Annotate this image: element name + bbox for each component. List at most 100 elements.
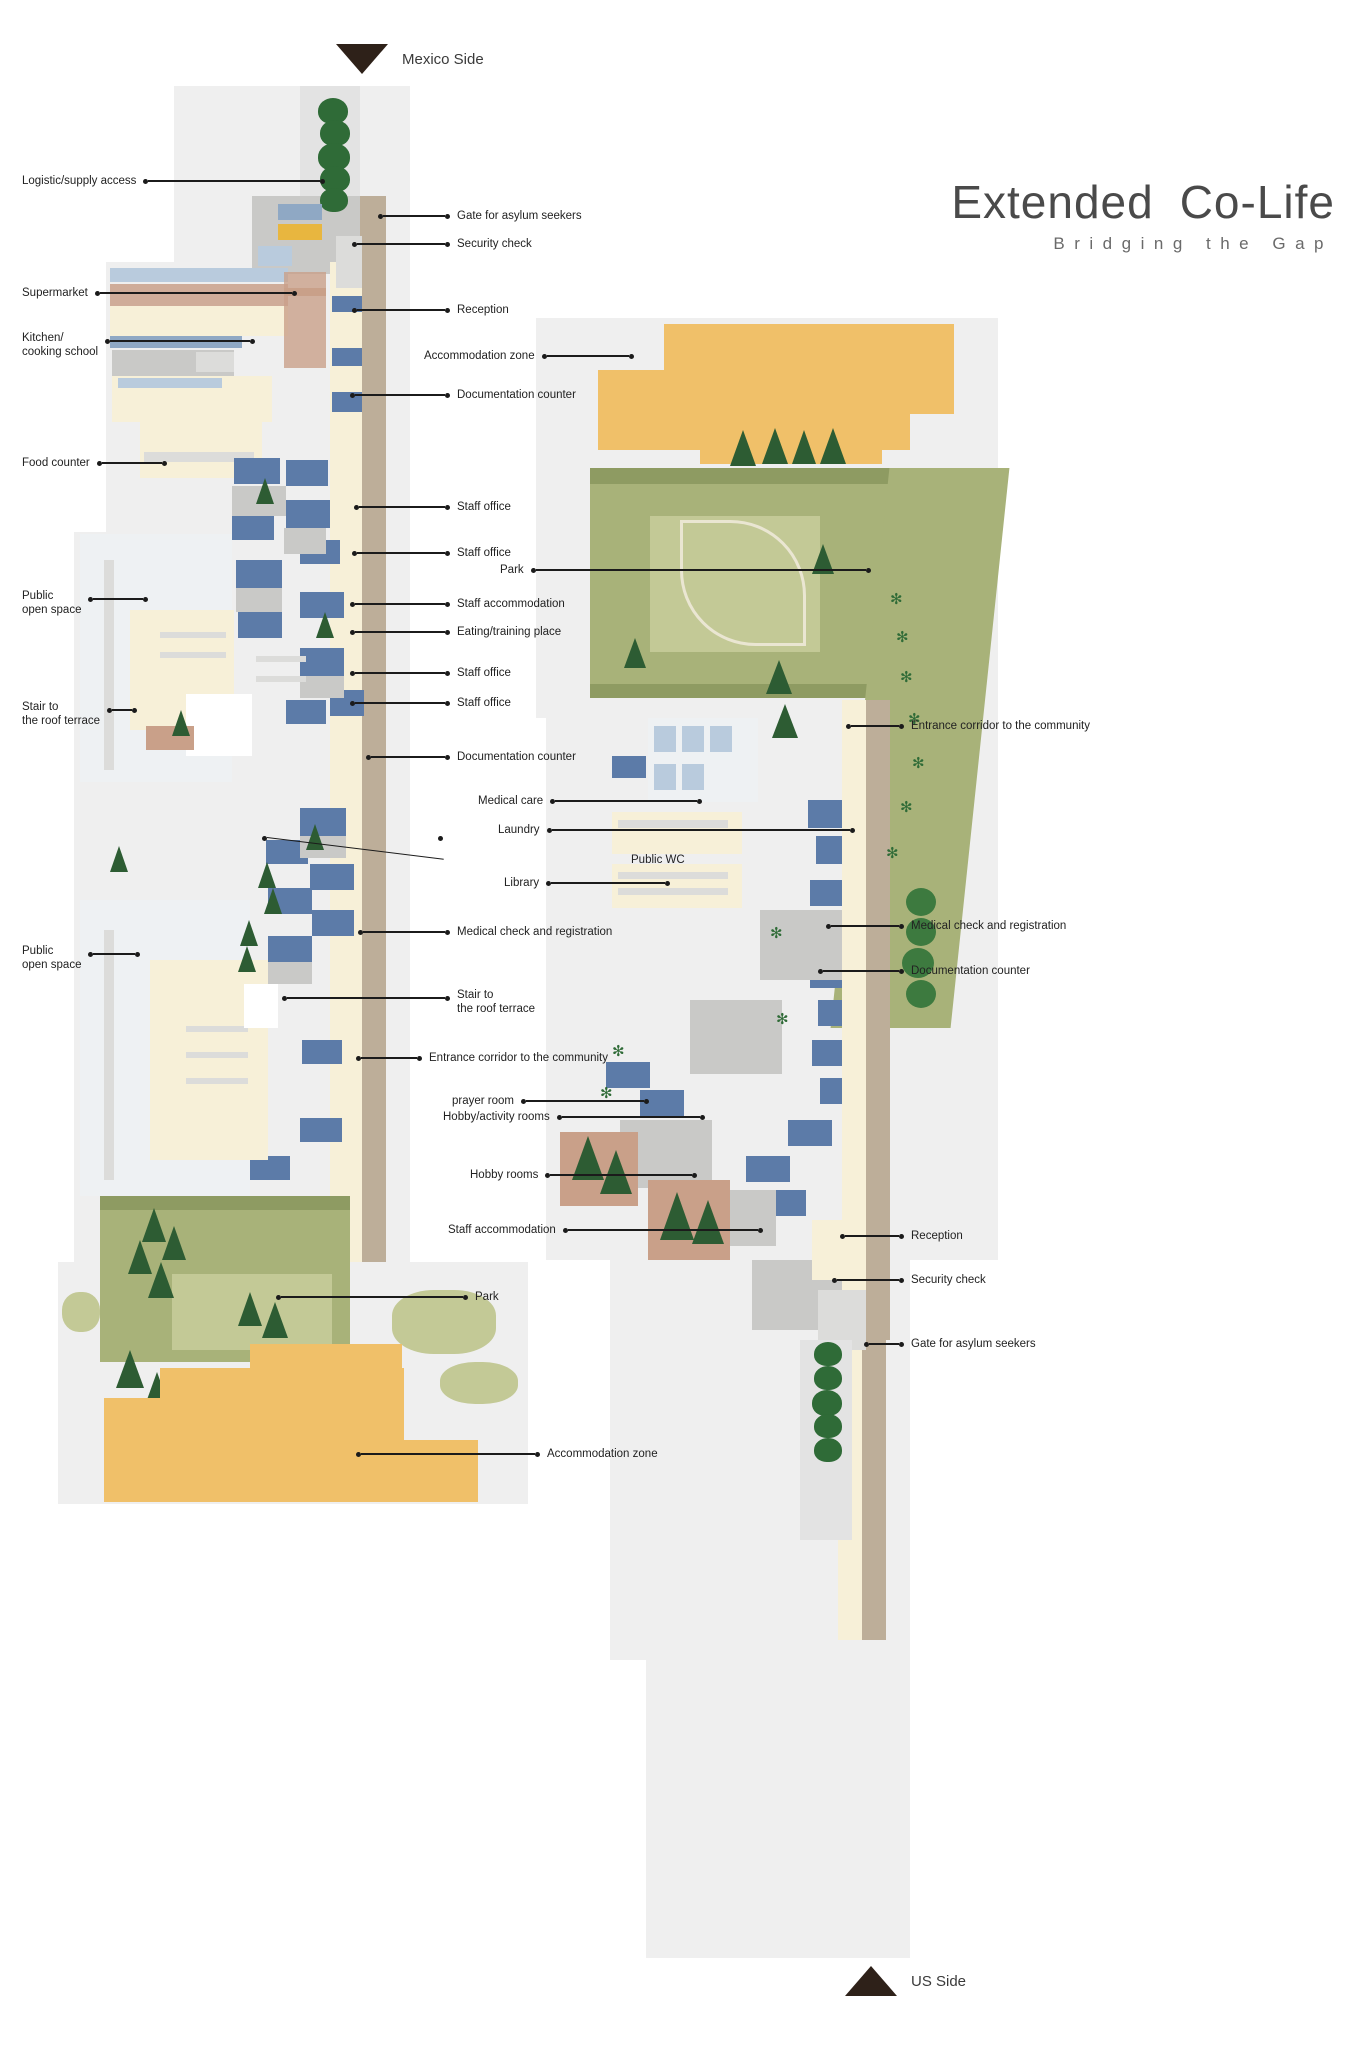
annotation-label: Security check [457,237,532,250]
annotation-staff-office-3: Staff office [350,666,511,680]
building-mass [690,1000,782,1074]
annotation-label: Documentation counter [911,964,1030,977]
annotation-label: Park [475,1290,499,1303]
leader-line [530,563,871,577]
module-roof [232,516,274,540]
annotation-security-check-us: Security check [832,1273,986,1287]
tree-icon [902,948,934,978]
ward-bed [654,726,676,752]
annotation-supermarket: Supermarket [22,286,297,300]
palm-icon: ✻ [908,711,921,728]
tree-icon [814,1342,842,1366]
palm-icon: ✻ [890,591,903,608]
title-word-left: Extended [951,176,1154,228]
leader-line [521,1094,649,1108]
leader-line [350,666,450,680]
leader-line [354,500,450,514]
us-side-label: US Side [911,1972,967,1990]
tree-icon [906,918,936,946]
annotation-label: Staff accommodation [448,1223,556,1236]
corridor-wall-right-low [862,1340,886,1640]
annotation-public-wc: Public WC [262,831,685,866]
accommodation-zone-bottom-area3 [104,1440,478,1502]
leader-line [94,286,297,300]
furniture-row [186,1052,248,1058]
module-roof [238,612,282,638]
annotation-label: Gate for asylum seekers [457,209,582,222]
tree-icon [906,888,936,916]
module-roof [310,864,354,890]
conifer-icon [692,1200,724,1244]
annotation-label: Public open space [22,945,82,972]
annotation-logistic-supply-access: Logistic/supply access [22,174,326,188]
conifer-icon [258,862,276,888]
kitchen-counter [118,378,222,388]
palm-icon: ✻ [600,1085,613,1102]
mexico-side-label: Mexico Side [402,50,484,68]
tree-icon [812,1390,842,1416]
leader-line [840,1229,904,1243]
annotation-label: Reception [457,303,509,316]
corridor-wall-right [866,700,890,1340]
palm-icon: ✻ [900,669,913,686]
annotation-gate-for-asylum-seekers-us: Gate for asylum seekers [864,1337,1036,1351]
annotation-reception-mx: Reception [352,303,509,317]
annotation-label: Medical check and registration [457,925,613,938]
leader-line [352,237,450,251]
conifer-icon [262,1302,288,1338]
conifer-icon [624,638,646,668]
annotation-park-left: Park [276,1290,499,1304]
annotation-label: Gate for asylum seekers [911,1337,1036,1350]
leader-line [546,823,855,837]
annotation-label: Supermarket [22,286,88,299]
annotation-label: Hobby rooms [470,1168,539,1181]
laundry-floor [612,812,742,854]
annotation-label: Medical care [478,794,544,807]
library-floor [612,864,742,908]
leader-line [106,703,137,717]
medical-roof [612,756,646,778]
annotation-label: prayer room [452,1094,514,1107]
open-space-band [104,930,114,1180]
annotation-documentation-counter-top: Documentation counter [350,388,576,402]
annotation-label: Laundry [498,823,540,836]
food-counter-bar [144,452,254,462]
conifer-icon [162,1226,186,1260]
supermarket-floor [110,306,288,336]
annotation-label: Stair to the roof terrace [457,989,535,1016]
mexico-side-marker: Mexico Side [336,44,484,74]
truck-icon [278,224,322,240]
annotation-label: Hobby/activity rooms [443,1110,550,1123]
palm-icon: ✻ [912,755,925,772]
module-roof [236,560,282,588]
palm-icon: ✻ [896,629,909,646]
park-hedge [100,1196,350,1210]
annotation-label: Stair to the roof terrace [22,701,100,728]
leader-line [356,1051,422,1065]
annotation-label: Logistic/supply access [22,174,137,187]
annotation-label: Staff office [457,666,511,679]
leader-line [358,925,450,939]
leader-line [541,349,634,363]
conifer-icon [148,1262,174,1298]
furniture-row [256,656,306,662]
annotation-reception-us: Reception [840,1229,963,1243]
annotation-staff-office-2: Staff office [352,546,511,560]
park-lawn-right [392,1290,496,1354]
reception-us-floor [812,1220,862,1280]
annotation-documentation-counter-right: Documentation counter [818,964,1030,978]
ward-bed [710,726,732,752]
annotation-library: Library [504,876,671,890]
annotation-label: Accommodation zone [547,1447,658,1460]
palm-icon: ✻ [612,1043,625,1060]
conifer-icon [820,428,846,464]
annotation-label: Kitchen/ cooking school [22,332,99,359]
conifer-icon [316,612,334,638]
annotation-gate-for-asylum-seekers-mx: Gate for asylum seekers [378,209,582,223]
annotation-medical-check-and-registration-mid: Medical check and registration [358,925,612,939]
module-roof [300,1118,342,1142]
annotation-label: Park [500,563,524,576]
annotation-public-open-space-lower: Public open space [22,944,141,971]
stair-roof-terrace-mid [244,984,278,1028]
building-mass [760,910,846,980]
